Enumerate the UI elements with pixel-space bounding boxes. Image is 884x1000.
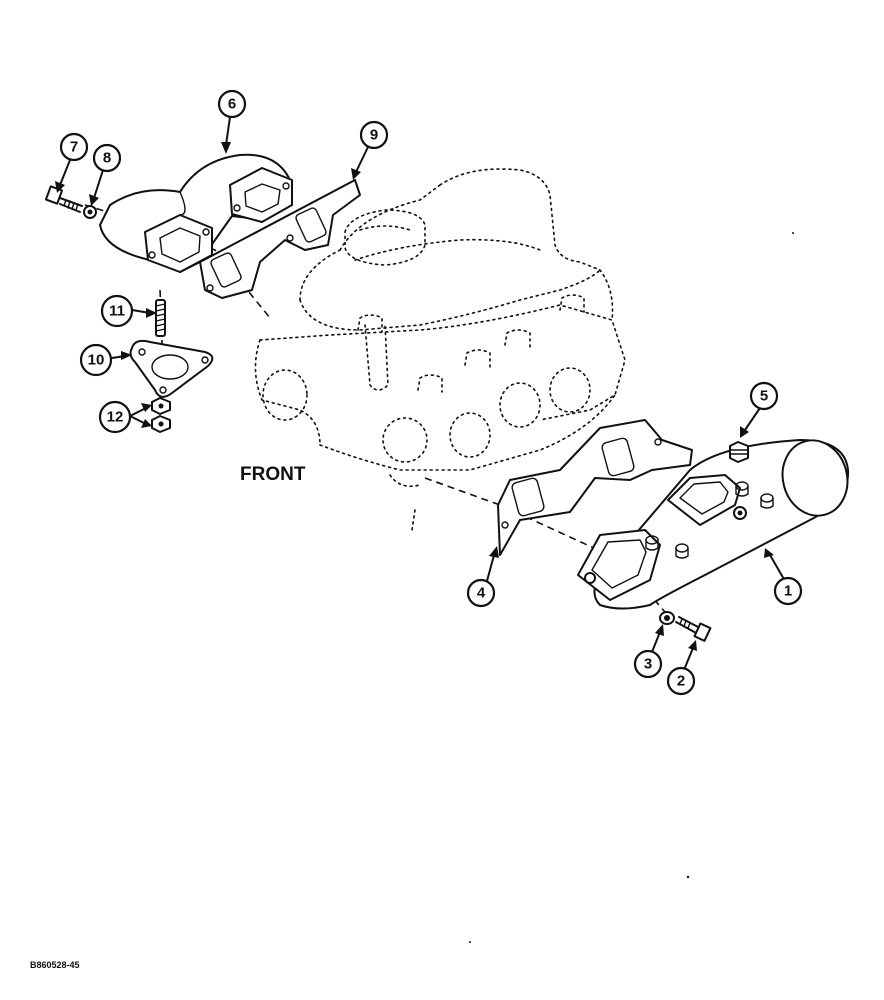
stud-part-11 bbox=[155, 299, 166, 337]
plug-part-5 bbox=[729, 441, 749, 463]
callout-9: 9 bbox=[359, 120, 389, 150]
callout-2: 2 bbox=[666, 666, 696, 696]
upper-gasket-part-9 bbox=[199, 179, 361, 299]
scan-speck bbox=[469, 941, 471, 943]
callout-7: 7 bbox=[59, 132, 89, 162]
svg-text:7: 7 bbox=[70, 139, 78, 156]
callout-3: 3 bbox=[633, 649, 663, 679]
flange-gasket-part-10 bbox=[129, 339, 214, 398]
svg-text:4: 4 bbox=[477, 585, 486, 602]
svg-text:10: 10 bbox=[88, 352, 105, 369]
svg-text:11: 11 bbox=[109, 303, 125, 320]
svg-text:5: 5 bbox=[760, 388, 768, 405]
scan-speck bbox=[792, 232, 794, 234]
exhaust-manifold-part-1 bbox=[577, 439, 850, 610]
svg-text:1: 1 bbox=[784, 583, 792, 600]
svg-text:8: 8 bbox=[103, 150, 111, 167]
washer-part-3 bbox=[659, 611, 675, 625]
engine-block-outline bbox=[254, 168, 626, 531]
exhaust-elbow-part-6 bbox=[99, 153, 293, 273]
scan-speck bbox=[686, 875, 690, 879]
front-label: FRONT bbox=[240, 464, 306, 485]
callout-4: 4 bbox=[466, 578, 496, 608]
callout-12: 12 bbox=[98, 400, 132, 434]
callout-1: 1 bbox=[773, 576, 803, 606]
nuts-part-12 bbox=[151, 397, 171, 433]
callout-6: 6 bbox=[217, 89, 247, 119]
lower-gasket-part-4 bbox=[497, 419, 693, 556]
figure-id: B860528-45 bbox=[30, 960, 80, 970]
washer-part-8 bbox=[83, 205, 97, 219]
svg-text:3: 3 bbox=[644, 656, 652, 673]
leader-lines bbox=[55, 116, 786, 671]
callout-8: 8 bbox=[92, 143, 122, 173]
callout-5: 5 bbox=[749, 381, 779, 411]
bolt-part-7 bbox=[44, 185, 83, 213]
bolt-part-2 bbox=[675, 616, 712, 642]
svg-text:2: 2 bbox=[677, 673, 685, 690]
svg-text:12: 12 bbox=[107, 409, 124, 426]
callout-11: 11 bbox=[100, 294, 134, 328]
svg-text:6: 6 bbox=[228, 96, 236, 113]
svg-text:9: 9 bbox=[370, 127, 378, 144]
callout-10: 10 bbox=[79, 343, 113, 377]
